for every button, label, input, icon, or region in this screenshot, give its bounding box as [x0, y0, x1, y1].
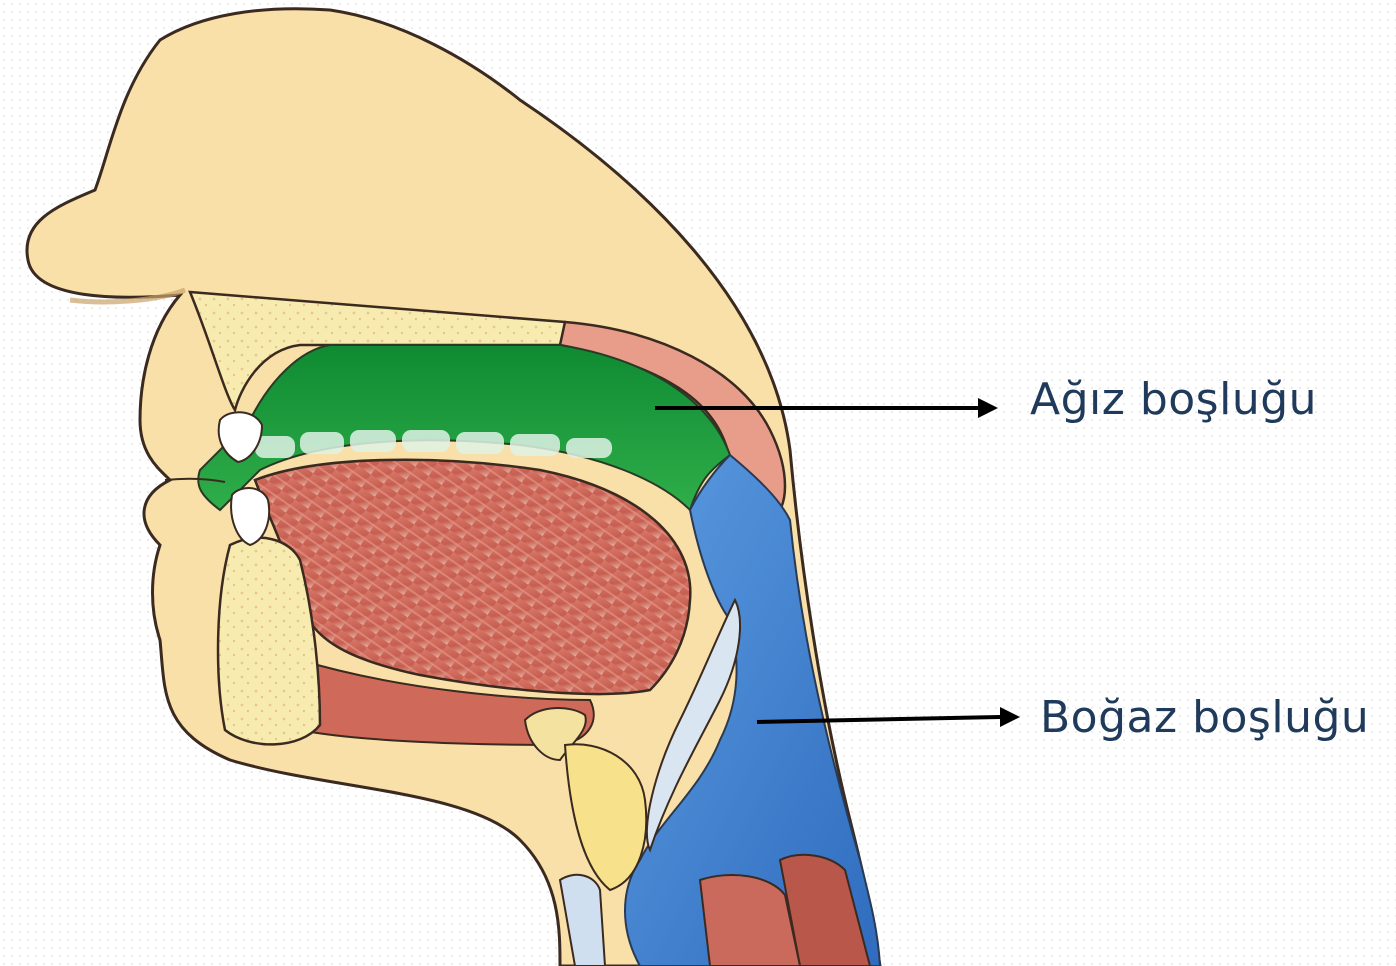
throat-cavity-label: Boğaz boşluğu: [1040, 696, 1369, 740]
mouth-cavity-label: Ağız boşluğu: [1030, 378, 1317, 422]
